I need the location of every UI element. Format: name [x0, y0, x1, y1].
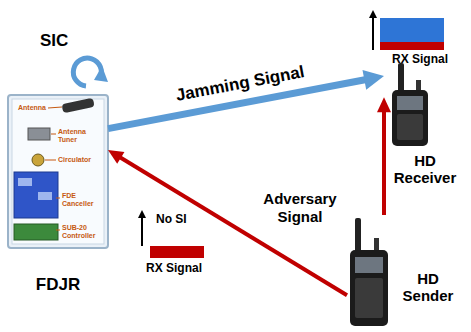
chart-label: No SI [156, 213, 187, 226]
part-name: FDE Canceller [62, 192, 102, 207]
device-node: FDJR [8, 95, 108, 248]
rx-signal-chart [373, 14, 444, 50]
radio-icon [350, 218, 388, 326]
rx-signal-chart [142, 214, 204, 258]
chart-label: RX Signal [392, 53, 448, 66]
chart-label: RX Signal [146, 262, 202, 275]
fdjr-device [8, 95, 108, 248]
loop-label: SIC [40, 32, 68, 51]
radio-icon [392, 63, 428, 146]
radio-node: HD Receiver [384, 62, 430, 150]
sic-loop [73, 58, 108, 86]
node-name: FDJR [8, 275, 108, 295]
node-name: HD Receiver [385, 152, 465, 187]
part-name: Antenna Tuner [58, 128, 90, 143]
edge-label: Adversary Signal [255, 190, 345, 226]
edge-label: Jamming Signal [174, 62, 306, 106]
signal-arrow [377, 97, 391, 215]
radio-node: HD Sender [347, 215, 392, 328]
part-name: Antenna [18, 104, 46, 112]
signal-arrow [108, 150, 347, 295]
part-name: Circulator [58, 156, 91, 164]
node-name: HD Sender [397, 270, 459, 305]
part-name: SUB-20 Controller [62, 224, 106, 239]
